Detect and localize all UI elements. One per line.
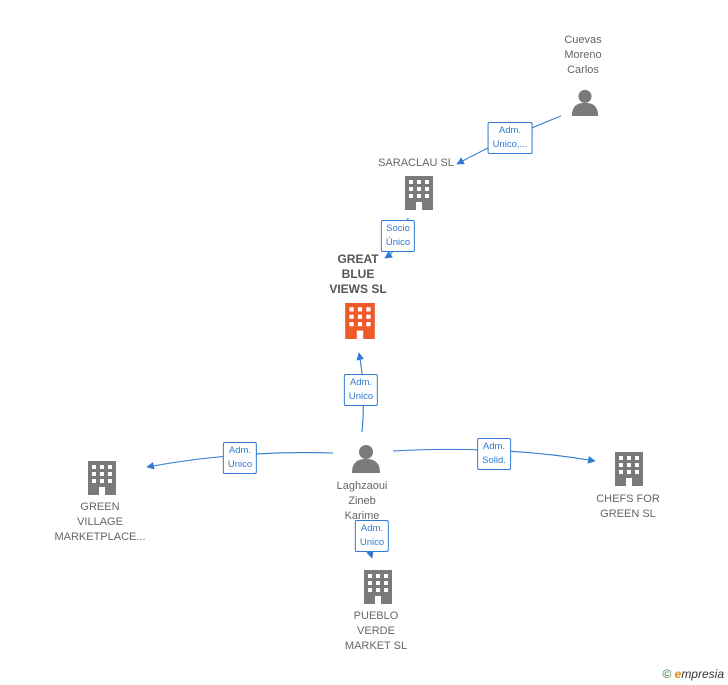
edge-label-saraclau-great[interactable]: Socio Único (380, 220, 416, 252)
building-icon[interactable] (345, 303, 375, 339)
node-label-green-village[interactable]: GREEN VILLAGE MARKETPLACE... (54, 501, 146, 543)
node-label-cuevas[interactable]: Cuevas Moreno Carlos (564, 34, 602, 76)
building-icon[interactable] (88, 461, 116, 495)
brand-rest: mpresia (681, 667, 724, 681)
node-label-pueblo[interactable]: PUEBLO VERDE MARKET SL (344, 610, 408, 652)
node-label-chefs[interactable]: CHEFS FOR GREEN SL (596, 493, 660, 520)
node-label-laghzaoui[interactable]: Laghzaoui Zineb Karime (336, 480, 388, 522)
watermark: © empresia (662, 667, 724, 681)
node-label-great-blue[interactable]: GREAT BLUE VIEWS SL (329, 252, 387, 296)
edge-label-laghzaoui-green[interactable]: Adm. Unico (222, 442, 258, 474)
node-label-saraclau[interactable]: SARACLAU SL (378, 157, 454, 169)
building-icon[interactable] (364, 570, 392, 604)
edge-label-laghzaoui-great[interactable]: Adm. Unico (343, 374, 379, 406)
brand-name: empresia (675, 667, 724, 681)
building-icon[interactable] (615, 452, 643, 486)
brand-initial: e (674, 667, 682, 681)
building-icon[interactable] (405, 176, 433, 210)
edge-label-laghzaoui-pueblo[interactable]: Adm. Unico (354, 520, 390, 552)
edge-label-laghzaoui-chefs[interactable]: Adm. Solid. (477, 438, 511, 470)
edge-label-cuevas-saraclau[interactable]: Adm. Unico,... (487, 122, 533, 154)
copyright-symbol: © (662, 667, 672, 681)
person-icon[interactable] (571, 89, 599, 116)
person-icon[interactable] (352, 445, 380, 473)
